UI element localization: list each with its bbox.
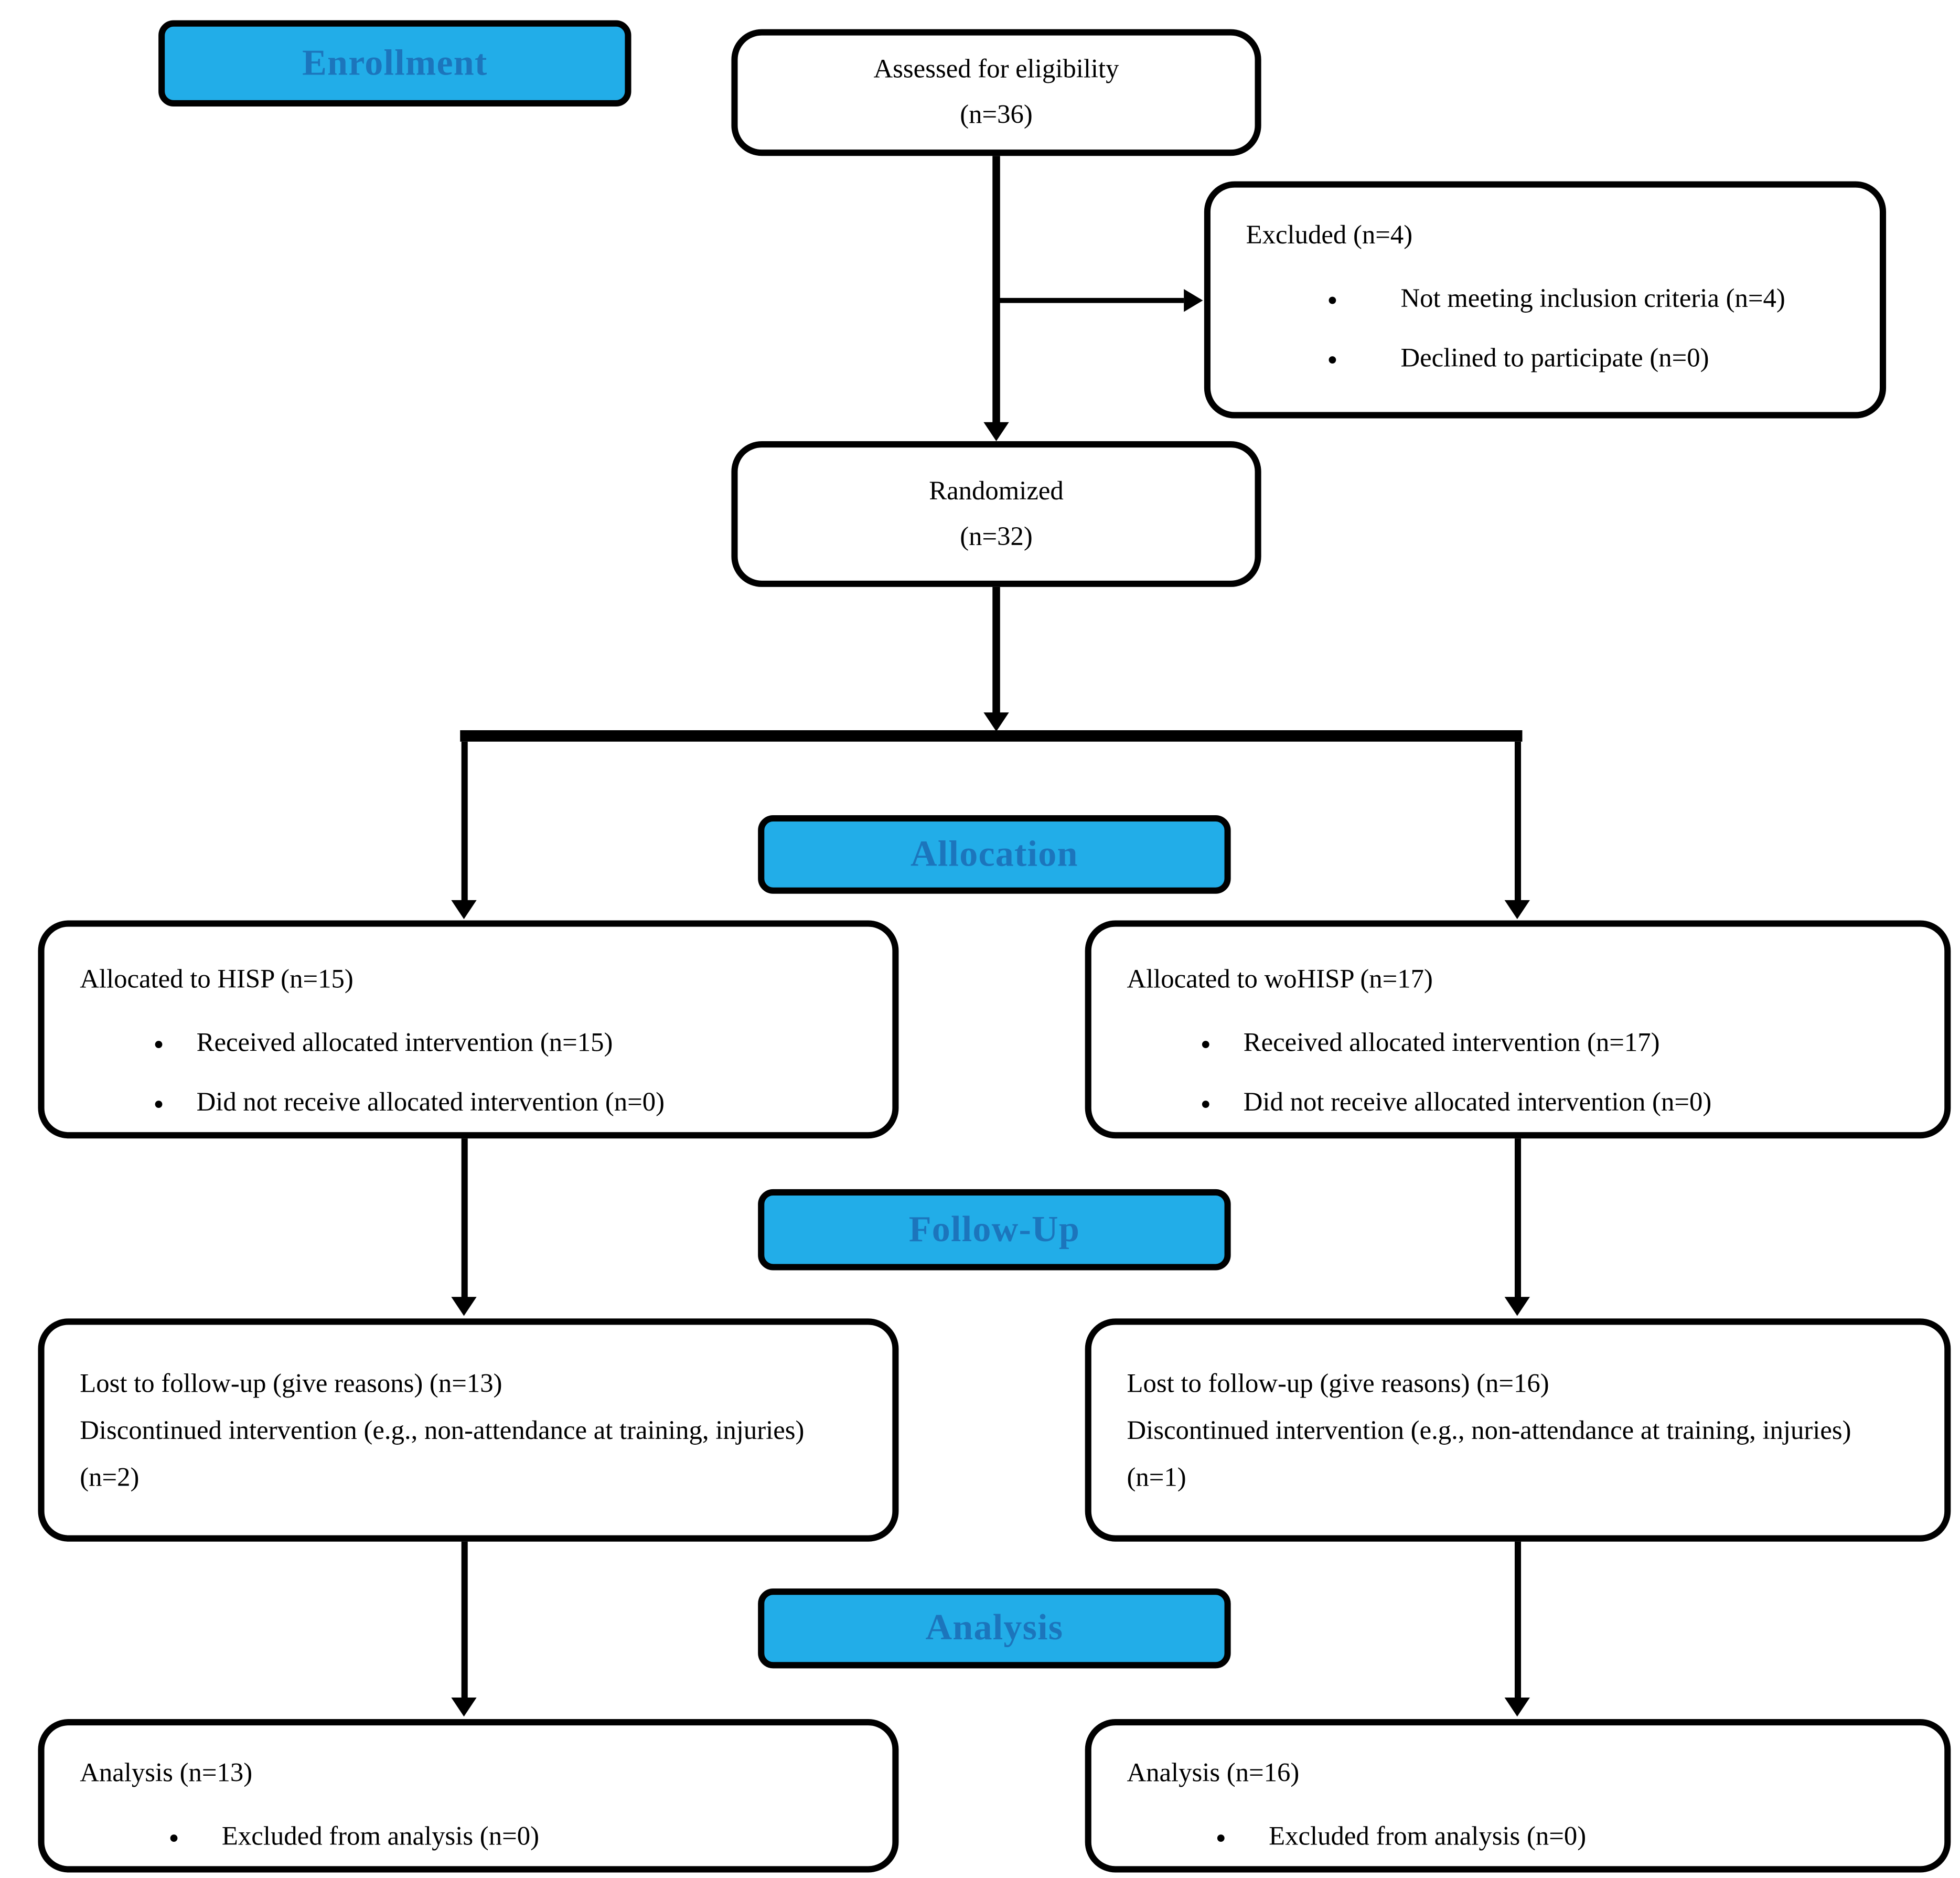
- box-excluded: Excluded (n=4) Not meeting inclusion cri…: [1204, 181, 1887, 419]
- analysis-wohisp-bullet-list: Excluded from analysis (n=0): [1127, 1814, 1914, 1865]
- arrow-randomized-to-branch-head: [983, 712, 1009, 732]
- arrow-allocwohisp-to-followup-line: [1514, 1138, 1522, 1298]
- excluded-title: Excluded (n=4): [1246, 219, 1413, 250]
- assessed-line1: Assessed for eligibility: [873, 54, 1119, 84]
- analysis-hisp-title: Analysis (n=13): [80, 1757, 253, 1788]
- followup-wohisp-line1: Lost to follow-up (give reasons) (n=16): [1127, 1368, 1549, 1399]
- randomized-line2: (n=32): [960, 520, 1033, 551]
- analysis-wohisp-title: Analysis (n=16): [1127, 1757, 1300, 1788]
- allocation-branch-bar: [460, 730, 1523, 742]
- arrow-allochisp-to-followup-head: [451, 1297, 477, 1316]
- stage-band-enrollment-label: Enrollment: [302, 42, 488, 83]
- arrow-allocwohisp-to-followup-head: [1504, 1297, 1530, 1316]
- branch-left-drop-head: [451, 900, 477, 920]
- analysis-wohisp-bullet-1: Excluded from analysis (n=0): [1127, 1814, 1914, 1865]
- allocated-wohisp-bullet-1: Received allocated intervention (n=17): [1127, 1020, 1914, 1072]
- stage-band-allocation-label: Allocation: [911, 833, 1078, 874]
- followup-wohisp-line2: Discontinued intervention (e.g., non-att…: [1127, 1414, 1851, 1492]
- analysis-hisp-bullet-1: Excluded from analysis (n=0): [80, 1814, 862, 1865]
- allocated-wohisp-title: Allocated to woHISP (n=17): [1127, 963, 1433, 994]
- assessed-line2: (n=36): [960, 99, 1033, 130]
- stage-band-analysis-label: Analysis: [925, 1607, 1064, 1648]
- analysis-hisp-bullet-list: Excluded from analysis (n=0): [80, 1814, 862, 1865]
- box-allocated-wohisp: Allocated to woHISP (n=17) Received allo…: [1085, 920, 1951, 1139]
- allocated-hisp-bullet-list: Received allocated intervention (n=15) D…: [80, 1020, 862, 1132]
- stage-band-enrollment: Enrollment: [158, 20, 631, 107]
- box-randomized: Randomized (n=32): [731, 441, 1261, 587]
- branch-left-drop-line: [461, 741, 468, 902]
- allocated-hisp-bullet-1: Received allocated intervention (n=15): [80, 1020, 862, 1072]
- allocated-wohisp-bullet-2: Did not receive allocated intervention (…: [1127, 1081, 1914, 1132]
- stage-band-followup: Follow-Up: [758, 1189, 1231, 1271]
- arrow-randomized-to-branch-line: [992, 586, 1000, 714]
- box-analysis-hisp: Analysis (n=13) Excluded from analysis (…: [38, 1719, 899, 1873]
- followup-hisp-line1: Lost to follow-up (give reasons) (n=13): [80, 1368, 502, 1399]
- allocated-hisp-bullet-2: Did not receive allocated intervention (…: [80, 1081, 862, 1132]
- excluded-bullet-1: Not meeting inclusion criteria (n=4): [1246, 276, 1819, 327]
- arrow-assessed-to-randomized-line: [992, 156, 1000, 424]
- excluded-bullet-2: Declined to participate (n=0): [1246, 336, 1819, 388]
- arrow-followwohisp-to-analysis-head: [1504, 1697, 1530, 1717]
- arrow-allochisp-to-followup-line: [461, 1138, 468, 1298]
- allocated-hisp-title: Allocated to HISP (n=15): [80, 963, 354, 994]
- box-assessed-for-eligibility: Assessed for eligibility (n=36): [731, 29, 1261, 156]
- arrow-assessed-to-randomized-head: [983, 422, 1009, 442]
- box-followup-wohisp: Lost to follow-up (give reasons) (n=16) …: [1085, 1318, 1951, 1542]
- stage-band-allocation: Allocation: [758, 815, 1231, 894]
- branch-right-drop-head: [1504, 900, 1530, 920]
- excluded-bullet-list: Not meeting inclusion criteria (n=4) Dec…: [1246, 276, 1837, 388]
- box-analysis-wohisp: Analysis (n=16) Excluded from analysis (…: [1085, 1719, 1951, 1873]
- stage-band-followup-label: Follow-Up: [908, 1209, 1080, 1250]
- arrow-followhisp-to-analysis-head: [451, 1697, 477, 1717]
- stage-band-analysis: Analysis: [758, 1588, 1231, 1669]
- arrow-to-excluded-line: [996, 297, 1184, 303]
- box-allocated-hisp: Allocated to HISP (n=15) Received alloca…: [38, 920, 899, 1139]
- arrow-followhisp-to-analysis-line: [461, 1541, 468, 1699]
- allocated-wohisp-bullet-list: Received allocated intervention (n=17) D…: [1127, 1020, 1914, 1132]
- arrow-followwohisp-to-analysis-line: [1514, 1541, 1522, 1699]
- branch-right-drop-line: [1514, 741, 1522, 902]
- followup-hisp-line2: Discontinued intervention (e.g., non-att…: [80, 1414, 805, 1492]
- arrow-to-excluded-head: [1184, 289, 1203, 312]
- randomized-line1: Randomized: [929, 475, 1064, 506]
- box-followup-hisp: Lost to follow-up (give reasons) (n=13) …: [38, 1318, 899, 1542]
